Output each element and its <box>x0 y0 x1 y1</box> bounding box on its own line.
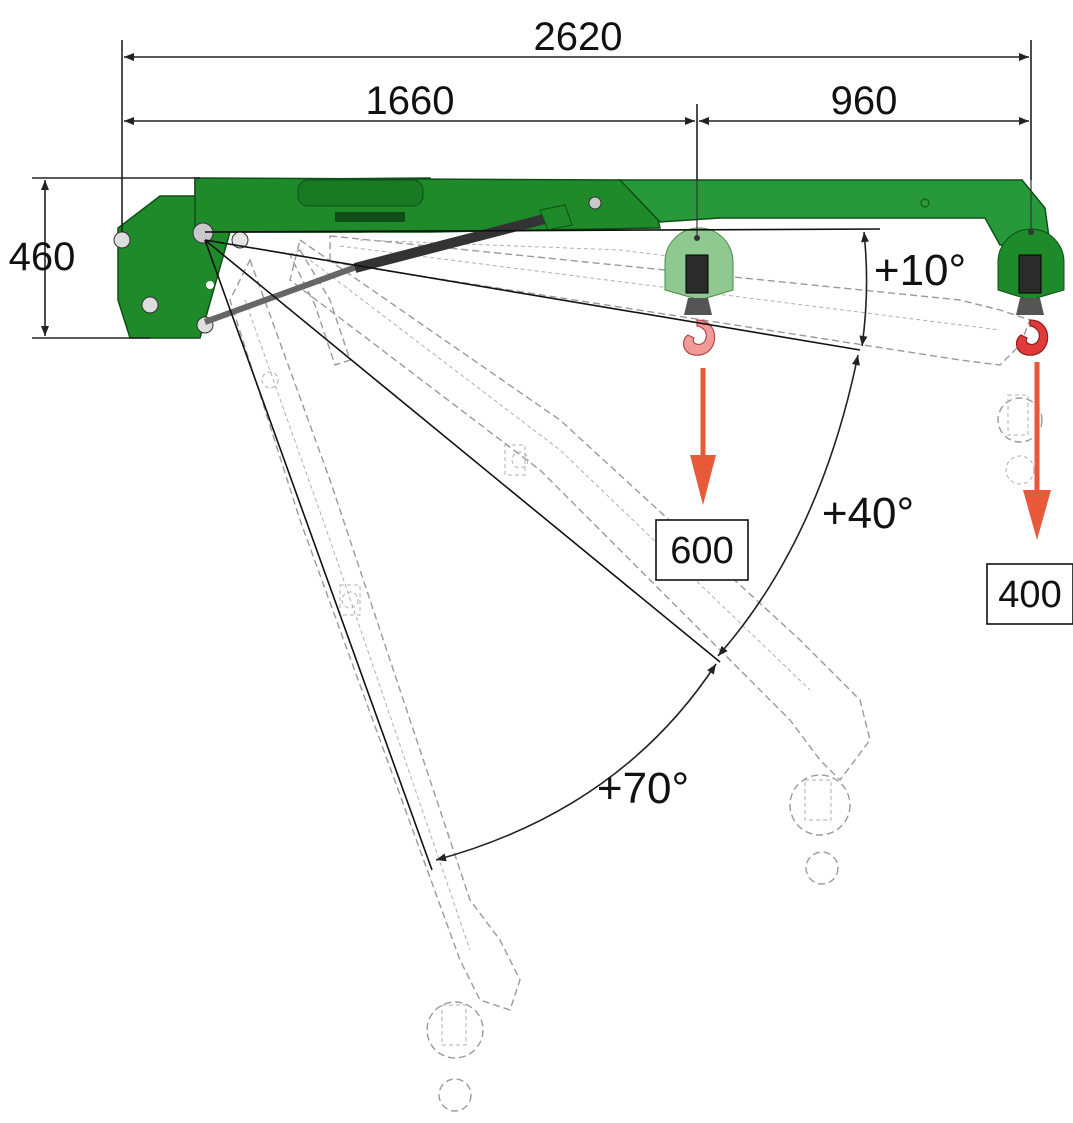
mount-pin-top-icon <box>113 231 131 249</box>
load-label-retracted: 600 <box>670 530 733 572</box>
hook-block-icon <box>685 254 709 294</box>
hook-block-icon <box>1018 254 1042 294</box>
dimension-lines <box>32 40 1032 339</box>
bolt-icon <box>588 196 602 210</box>
ray-horizontal <box>204 228 881 233</box>
arc-40deg <box>717 354 860 657</box>
angle-label-40: +40° <box>822 489 914 538</box>
angle-label-10: +10° <box>874 246 966 295</box>
crane-boom <box>113 177 1051 339</box>
crane-hook-icon <box>1015 319 1049 356</box>
bolt-hole-icon <box>231 270 241 280</box>
dim-label-total: 2620 <box>534 15 623 59</box>
boom-latch <box>335 212 405 222</box>
ghost-boom-70 <box>229 258 521 1112</box>
hook-head-extended <box>997 180 1065 356</box>
ray-10deg <box>204 239 861 351</box>
extension-boom <box>618 179 1051 246</box>
load-box-extended <box>986 563 1073 625</box>
crane-hook-icon <box>682 319 716 356</box>
down-arrow-head <box>690 455 716 505</box>
angle-label-70: +70° <box>597 764 689 813</box>
down-arrow-head <box>1023 490 1051 540</box>
ghost-cylinder <box>289 249 351 366</box>
cylinder-bracket <box>539 204 573 231</box>
mount-pin-bottom-icon <box>141 296 159 314</box>
bolt-hole-icon <box>206 281 214 289</box>
arc-10deg <box>859 231 870 347</box>
load-box-retracted <box>655 519 749 581</box>
hook-head-retracted <box>664 180 734 356</box>
load-label-extended: 400 <box>998 574 1061 616</box>
dim-label-inner: 1660 <box>366 79 455 123</box>
boom-slot <box>297 179 424 207</box>
ray-40deg <box>204 239 721 663</box>
dim-label-extension: 960 <box>831 79 898 123</box>
arc-70deg <box>435 663 717 862</box>
cylinder-rod <box>203 259 372 325</box>
dim-label-height: 460 <box>9 235 76 279</box>
boom-pivot-icon <box>192 222 214 244</box>
bolt-hole-icon <box>920 198 930 208</box>
ghost-boom-positions <box>229 235 1043 1112</box>
load-indicators <box>655 362 1073 625</box>
ray-70deg <box>204 239 433 871</box>
hydraulic-cylinder <box>353 210 562 273</box>
angle-indicators <box>204 228 881 871</box>
